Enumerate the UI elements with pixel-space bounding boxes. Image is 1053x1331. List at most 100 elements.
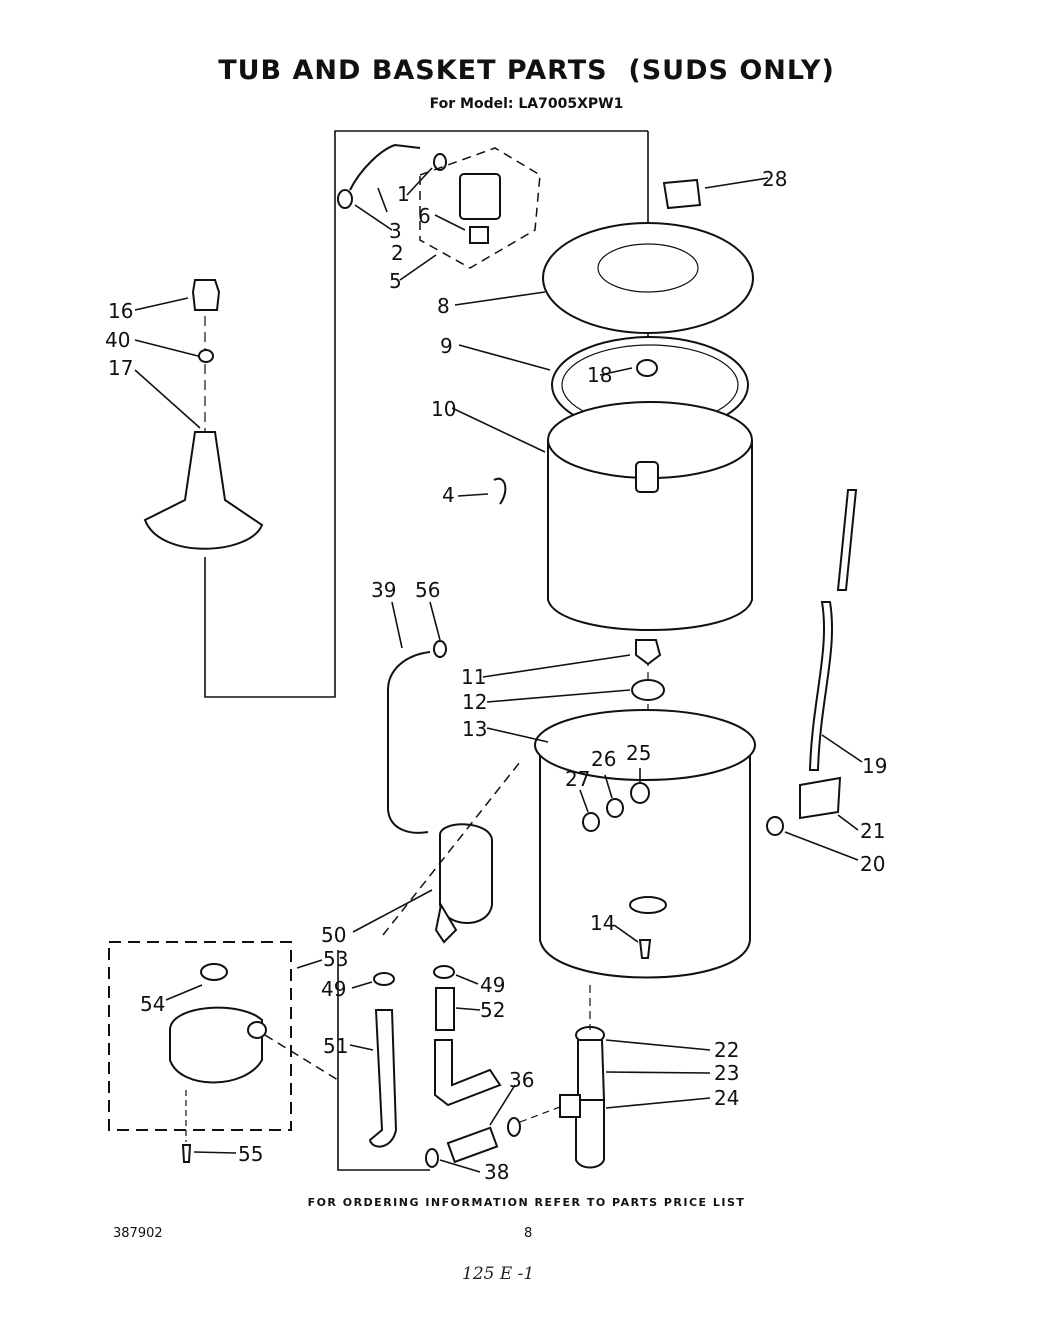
- part-21-air-dome: [799, 776, 842, 820]
- callout-39: 39: [371, 578, 396, 602]
- callout-53: 53: [323, 947, 348, 971]
- part-13-outer-tub: [539, 740, 751, 979]
- callout-14: 14: [590, 911, 615, 935]
- ordering-info-note: FOR ORDERING INFORMATION REFER TO PARTS …: [307, 1196, 746, 1209]
- callout-17: 17: [108, 356, 133, 380]
- part-38-clamp-left: [425, 1148, 439, 1168]
- callout-labels: 1 2 3 4 5 6 8 9 10 11 12 13 14 16 17 18 …: [105, 167, 887, 1184]
- part-23-nut: [577, 1039, 606, 1101]
- part-39-hose: [387, 651, 431, 834]
- lower-frame-line: [337, 950, 430, 1171]
- callout-2: 2: [391, 241, 404, 265]
- callout-13: 13: [462, 717, 487, 741]
- callout-51: 51: [323, 1034, 348, 1058]
- part-10-basket: [547, 440, 753, 631]
- leader-lines: [134, 167, 863, 1173]
- part-19-hose-upper: [836, 489, 858, 591]
- part-17-agitator: [143, 431, 264, 550]
- callout-28: 28: [762, 167, 787, 191]
- agitator-frame-line: [204, 130, 648, 698]
- page-title: TUB AND BASKET PARTS (SUDS ONLY): [0, 55, 1053, 86]
- callout-11: 11: [461, 665, 486, 689]
- part-50-outlet: [434, 902, 458, 944]
- part-3-hose: [349, 143, 421, 191]
- part-51-hose: [368, 1009, 398, 1148]
- part-53-pump-port: [247, 1021, 267, 1039]
- part-4-clip: [493, 477, 507, 505]
- callout-6: 6: [418, 204, 431, 228]
- title-suffix: (SUDS ONLY): [628, 55, 835, 86]
- part-25-washer: [630, 782, 650, 804]
- part-24-drain-tube: [575, 1099, 605, 1169]
- callout-5: 5: [389, 269, 402, 293]
- part-38-clamp-right: [507, 1117, 521, 1137]
- part-54-cap: [200, 963, 228, 981]
- callout-27: 27: [565, 767, 590, 791]
- part-6-valve: [459, 173, 501, 220]
- part-12-seal: [631, 679, 665, 701]
- part-55-screw: [181, 1144, 192, 1163]
- part-20-grommet: [766, 816, 784, 836]
- part-38-hose: [446, 1126, 499, 1164]
- callout-49-right: 49: [480, 973, 505, 997]
- part-18-nut: [636, 359, 658, 377]
- callout-26: 26: [591, 747, 616, 771]
- callout-4: 4: [442, 483, 455, 507]
- document-number: 387902: [113, 1226, 163, 1241]
- part-53-pump-box: [108, 941, 292, 1131]
- callout-38: 38: [484, 1160, 509, 1184]
- part-53-pump: [169, 1006, 263, 1084]
- callout-3: 3: [389, 219, 402, 243]
- callout-23: 23: [714, 1061, 739, 1085]
- callout-24: 24: [714, 1086, 739, 1110]
- callout-20: 20: [860, 852, 885, 876]
- callout-1: 1: [397, 182, 410, 206]
- part-16-cap: [191, 279, 221, 311]
- part-56-clamp: [433, 640, 447, 658]
- callout-18: 18: [587, 363, 612, 387]
- callout-12: 12: [462, 690, 487, 714]
- callout-21: 21: [860, 819, 885, 843]
- part-36-hose-elbow: [434, 1039, 502, 1107]
- callout-50: 50: [321, 923, 346, 947]
- callout-8: 8: [437, 294, 450, 318]
- page-number: 8: [524, 1226, 533, 1241]
- callout-36: 36: [509, 1068, 534, 1092]
- callout-9: 9: [440, 334, 453, 358]
- callout-22: 22: [714, 1038, 739, 1062]
- part-24-side-port: [559, 1094, 581, 1118]
- part-8-balance-ring: [542, 222, 754, 334]
- callout-52: 52: [480, 998, 505, 1022]
- part-40-bolt: [198, 349, 214, 363]
- part-5-assembly-outline: [419, 147, 541, 269]
- part-49-clamp-left: [373, 972, 395, 986]
- callout-19: 19: [862, 754, 887, 778]
- hose-guide-line: [519, 1104, 566, 1123]
- pump-guide-line: [382, 761, 521, 936]
- handwritten-note: 125 E -1: [462, 1264, 535, 1284]
- callout-55: 55: [238, 1142, 263, 1166]
- callout-40: 40: [105, 328, 130, 352]
- callout-54: 54: [140, 992, 165, 1016]
- part-8-opening: [597, 243, 699, 293]
- part-10-hub: [635, 461, 659, 493]
- part-26-washer: [606, 798, 624, 818]
- callout-49-left: 49: [321, 977, 346, 1001]
- part-13-tub-rim: [534, 709, 756, 781]
- part-19-hose-lower: [808, 601, 833, 771]
- callout-25: 25: [626, 741, 651, 765]
- part-11-coupling: [635, 639, 662, 666]
- model-line: For Model: LA7005XPW1: [429, 96, 624, 112]
- callout-56: 56: [415, 578, 440, 602]
- part-49-clamp-right: [433, 965, 455, 979]
- part-14-plug: [638, 939, 652, 959]
- part-6-block: [469, 226, 489, 244]
- callout-16: 16: [108, 299, 133, 323]
- part-2-clamp: [337, 189, 353, 209]
- callout-10: 10: [431, 397, 456, 421]
- part-50-pump-cover: [439, 823, 493, 924]
- part-1-clamp: [433, 153, 447, 171]
- part-52-connector: [435, 987, 455, 1031]
